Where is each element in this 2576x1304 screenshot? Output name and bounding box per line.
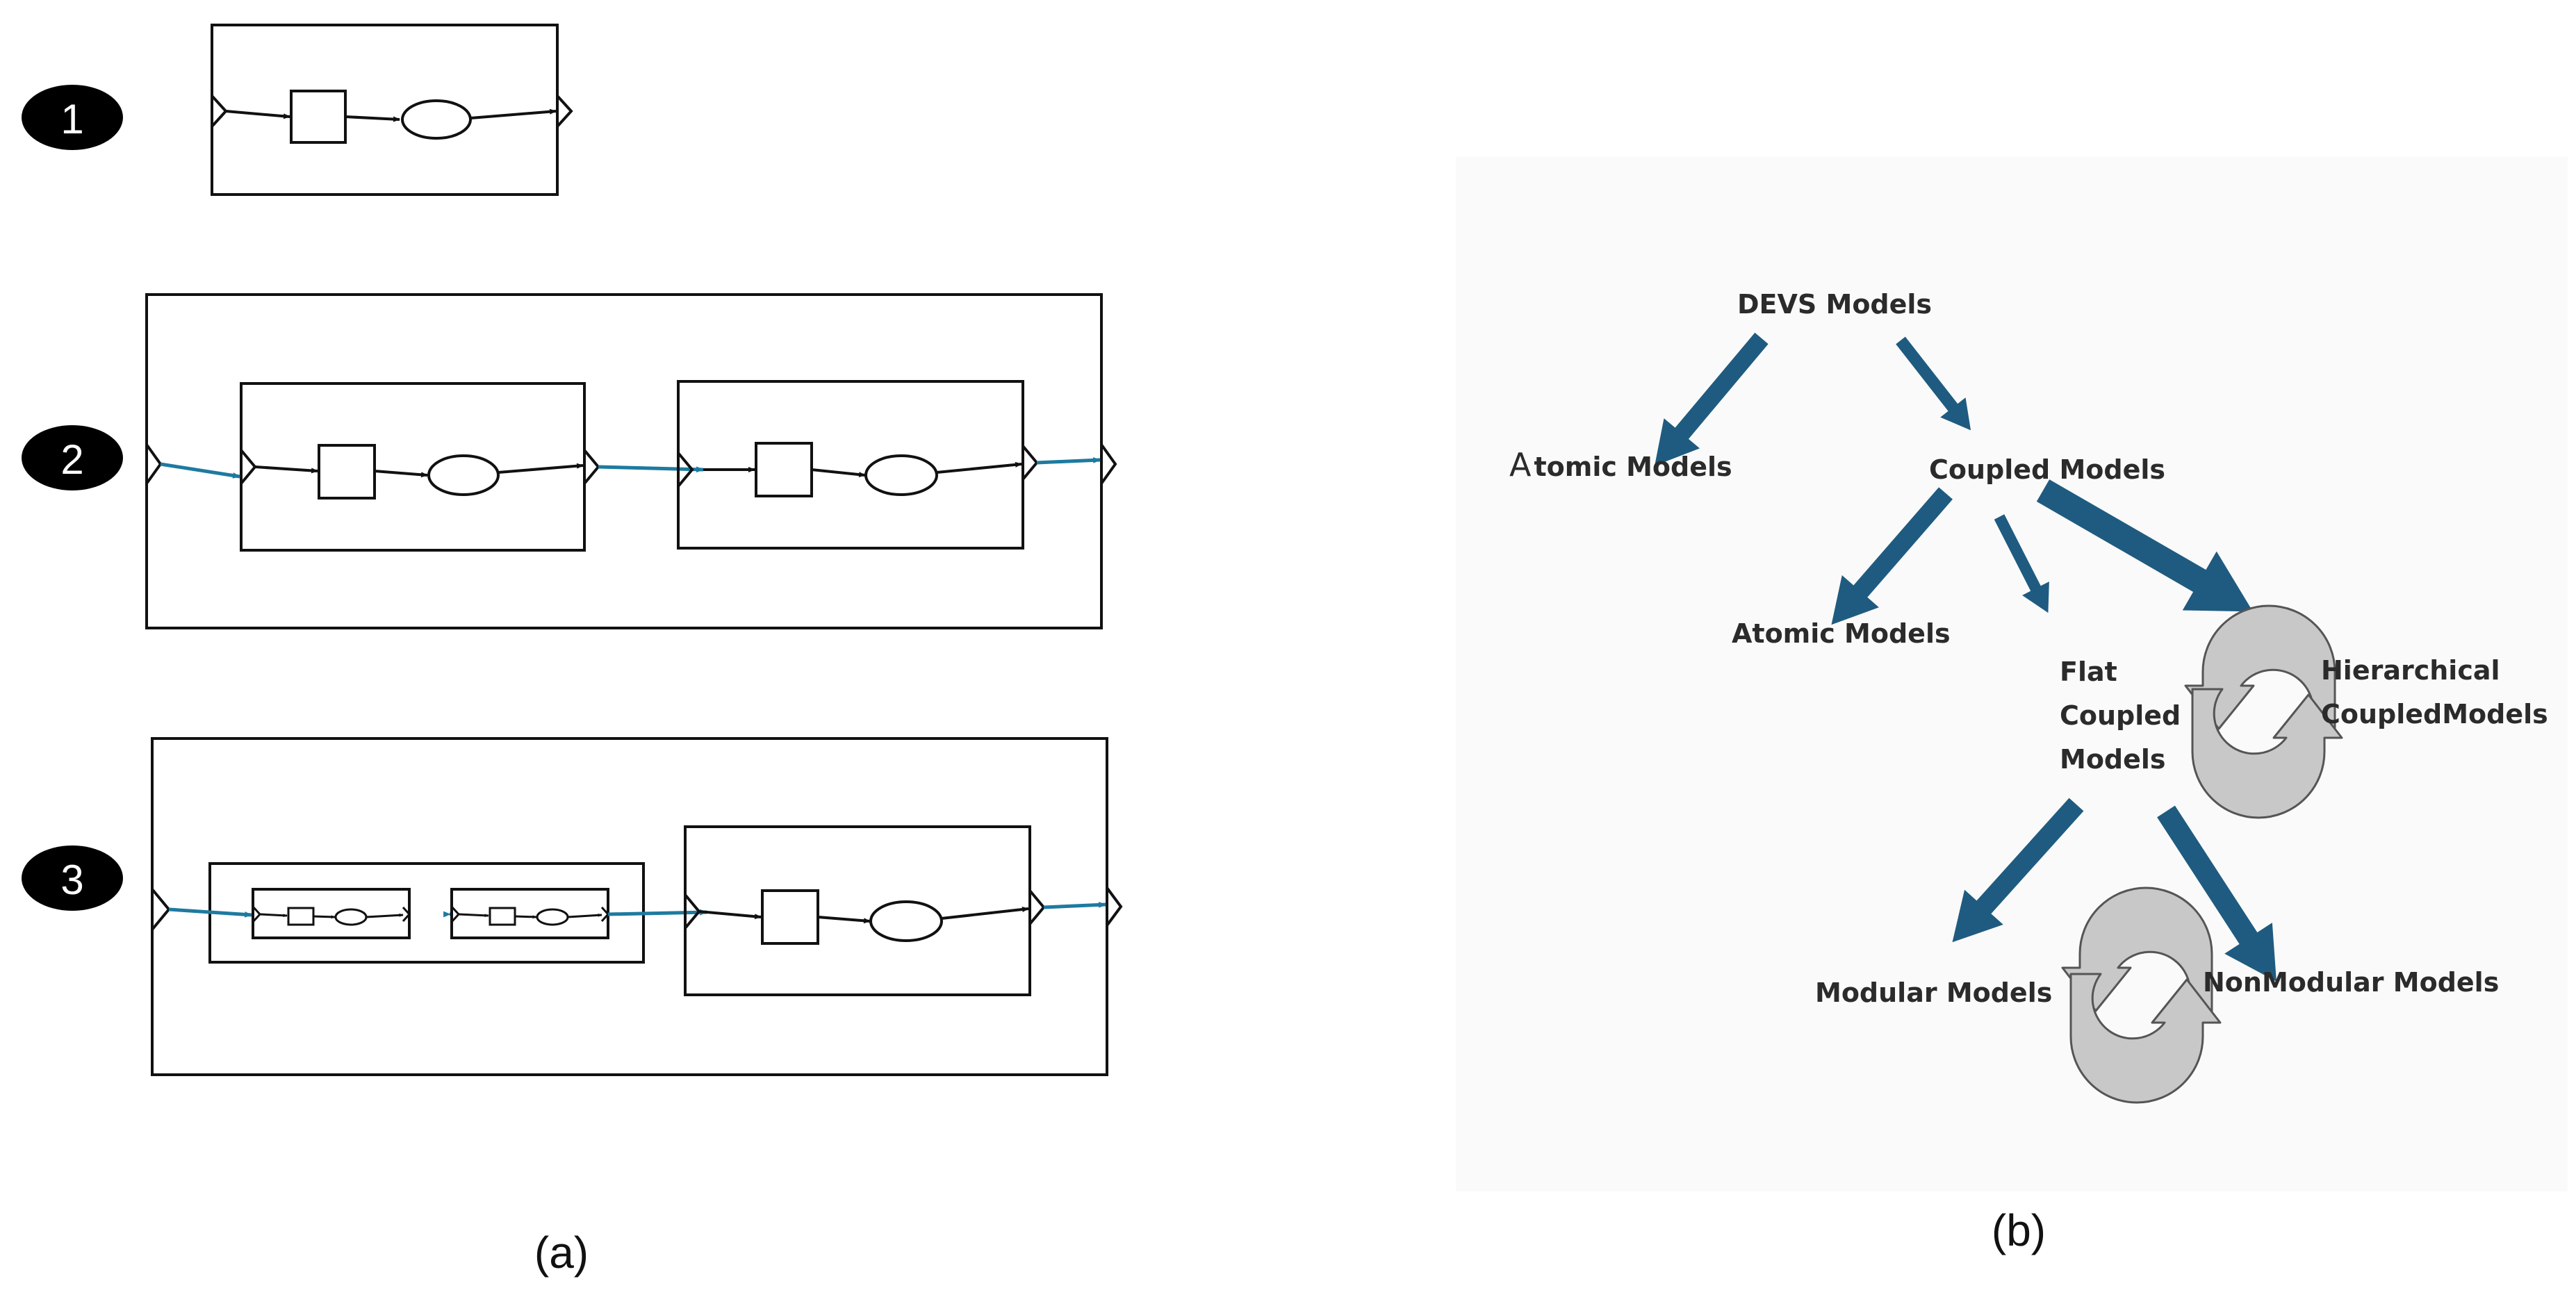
state-ellipse bbox=[869, 900, 943, 942]
model-1: 1 bbox=[22, 24, 573, 196]
caption-b: (b) bbox=[1992, 1205, 2046, 1255]
flow-arrow bbox=[817, 916, 871, 924]
output-port bbox=[1028, 889, 1046, 925]
output-port bbox=[1100, 443, 1117, 485]
flow-arrow bbox=[259, 913, 288, 918]
state-ellipse bbox=[334, 908, 368, 926]
flow-arrow bbox=[514, 915, 537, 919]
badge-2 bbox=[22, 425, 123, 490]
panel-a: 1 2 bbox=[22, 24, 1123, 1278]
state-ellipse bbox=[864, 454, 938, 496]
output-port bbox=[402, 906, 411, 923]
flow-arrow bbox=[941, 907, 1029, 920]
flow-arrow bbox=[698, 910, 762, 920]
flow-arrow bbox=[458, 913, 489, 918]
atomic-model-box bbox=[450, 888, 609, 939]
input-port bbox=[240, 449, 257, 485]
input-port bbox=[211, 94, 228, 128]
state-square bbox=[287, 907, 315, 926]
model-3: 3 bbox=[22, 737, 1123, 1076]
output-port bbox=[1022, 445, 1039, 481]
flat-coupled-line-1: Flat bbox=[2060, 657, 2117, 687]
atomic-model-box bbox=[211, 24, 559, 196]
coupling-line bbox=[168, 907, 253, 918]
output-port bbox=[556, 94, 573, 128]
coupling-line bbox=[1036, 457, 1101, 465]
node-coupled-models: Coupled Models bbox=[1929, 454, 2165, 485]
node-devs-models: DEVS Models bbox=[1737, 289, 1932, 320]
node-flat-coupled-models: Flat Coupled Models bbox=[2060, 657, 2190, 775]
badge-3-label: 3 bbox=[60, 857, 83, 903]
flow-arrow bbox=[811, 468, 866, 478]
badge-1 bbox=[22, 85, 123, 150]
nested-coupled-model-box bbox=[208, 862, 645, 964]
badge-1-label: 1 bbox=[60, 96, 83, 142]
hierarchical-line-1: Hierarchical bbox=[2321, 655, 2500, 686]
flow-arrow bbox=[498, 463, 584, 474]
atomic-models-top-rest: tomic Models bbox=[1534, 452, 1732, 482]
node-modular-models: Modular Models bbox=[1815, 977, 2052, 1008]
node-nonmodular-models: NonModular Models bbox=[2203, 967, 2499, 998]
output-port bbox=[583, 449, 600, 485]
state-square bbox=[290, 90, 347, 144]
coupled-model-box bbox=[151, 737, 1108, 1076]
coupling-line bbox=[1043, 902, 1107, 909]
flow-arrow bbox=[936, 461, 1022, 474]
state-ellipse bbox=[401, 99, 472, 140]
badge-3 bbox=[22, 845, 123, 911]
state-square bbox=[489, 907, 516, 926]
flat-coupled-line-2: Coupled bbox=[2060, 700, 2181, 731]
atomic-model-box bbox=[252, 888, 411, 939]
hierarchical-line-2: CoupledModels bbox=[2321, 699, 2548, 729]
state-ellipse bbox=[427, 454, 500, 496]
atomic-models-top-initial: A bbox=[1509, 446, 1532, 484]
panel-b-background bbox=[1456, 156, 2568, 1191]
atomic-model-box bbox=[240, 382, 586, 552]
input-port bbox=[145, 443, 163, 485]
caption-a: (a) bbox=[534, 1228, 589, 1278]
flow-arrow bbox=[254, 465, 318, 474]
atomic-model-box bbox=[684, 825, 1031, 996]
flow-arrow bbox=[470, 108, 557, 119]
input-port bbox=[677, 452, 694, 488]
coupled-model-box bbox=[145, 293, 1103, 629]
state-square bbox=[318, 444, 376, 500]
flow-arrow bbox=[313, 915, 336, 919]
flow-arrow bbox=[374, 470, 428, 478]
coupling-line bbox=[598, 465, 705, 473]
state-ellipse bbox=[536, 908, 569, 926]
node-atomic-models: Atomic Models bbox=[1732, 618, 1951, 649]
coupling-line bbox=[160, 462, 241, 479]
state-square bbox=[755, 442, 813, 497]
output-port bbox=[1106, 886, 1123, 927]
coupling-line bbox=[607, 909, 708, 916]
flat-coupled-line-3: Models bbox=[2060, 744, 2166, 775]
model-2: 2 bbox=[22, 293, 1117, 629]
flow-arrow bbox=[567, 913, 602, 918]
flow-arrow bbox=[225, 110, 290, 119]
state-square bbox=[761, 889, 819, 945]
flow-arrow bbox=[366, 913, 404, 918]
flow-arrow bbox=[345, 115, 400, 122]
node-hierarchical-coupled-models: Hierarchical CoupledModels bbox=[2321, 655, 2548, 729]
input-port bbox=[151, 888, 171, 931]
atomic-model-box bbox=[677, 380, 1024, 550]
badge-2-label: 2 bbox=[60, 436, 83, 483]
